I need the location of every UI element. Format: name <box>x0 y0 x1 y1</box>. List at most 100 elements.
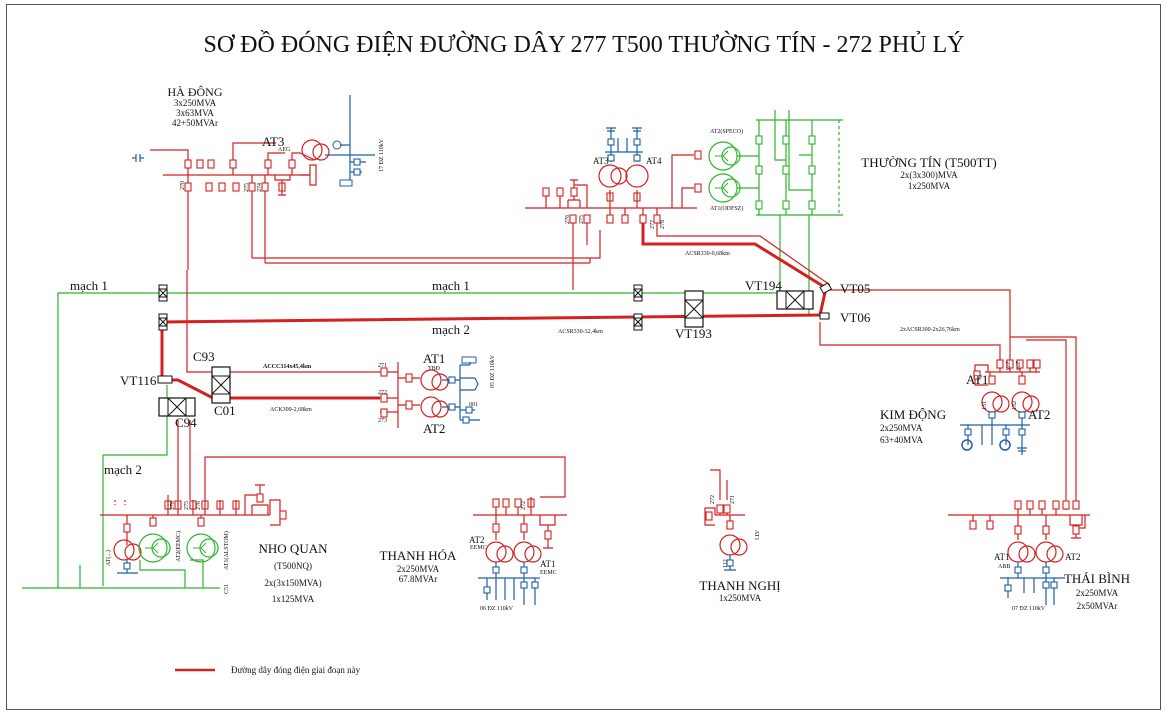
tower-label: C94 <box>175 415 197 430</box>
feeder-label: 05 ĐZ 110kV <box>490 354 496 388</box>
feeder-label: 17 ĐZ 110kV <box>379 138 385 172</box>
transformer-label: AT2 <box>1028 407 1050 422</box>
station-spec: 3x250MVA <box>174 98 217 108</box>
station-thuong-tin: 276 275 277 278 AT3 AT4 AT2(SPECO) AT1(O… <box>525 110 997 315</box>
transformer-label: AT1 <box>540 559 556 569</box>
transformer-label: AT2(EEMC) <box>175 531 182 562</box>
bay-label: 275 <box>184 501 190 510</box>
transformer-label: AT4 <box>646 156 662 166</box>
transformer-label: AT1 <box>423 351 445 366</box>
transmission-lines: mạch 1 mạch 1 mạch 2 ACSR330-0,68km ACSR… <box>57 223 1077 588</box>
station-spec: 3x63MVA <box>176 108 214 118</box>
station-spec: 2x250MVA <box>880 423 923 433</box>
station-spec: 2x50MVAr <box>1077 601 1118 611</box>
tower-label: VT193 <box>675 326 712 341</box>
station-phu-ly: 271 272 273 AT1 AT2 TBĐ 001 05 ĐZ 110kV <box>378 351 496 436</box>
station-spec: 67.8MVAr <box>399 574 438 584</box>
transformer-make: ABB <box>998 564 1010 570</box>
transformer-at2 <box>708 141 741 171</box>
bay-label: 001 <box>469 402 478 408</box>
bay-label: 277 <box>650 220 656 229</box>
station-name: KIM ĐỘNG <box>880 407 946 422</box>
line-spec: ACK300-2,68km <box>270 407 312 413</box>
station-spec: 2x(3x300)MVA <box>900 170 958 180</box>
station-name: NHO QUAN <box>259 541 329 556</box>
line-spec: 2xACSR300-2x26,76km <box>900 327 960 333</box>
bay-label: 112 <box>723 559 729 568</box>
transformer-at2 <box>1035 541 1064 563</box>
transformer-at2 <box>485 541 514 563</box>
bay-label: 131 <box>982 401 988 410</box>
transformer-label: AT1 <box>994 552 1010 562</box>
feeder-label: 06 ĐZ 110kV <box>480 606 514 612</box>
bay-label: 276 <box>196 501 202 510</box>
tower-label: VT06 <box>840 310 871 325</box>
station-spec: 1x250MVA <box>908 181 951 191</box>
line-spec: ACSR330-0,68km <box>685 251 730 257</box>
station-thanh-nghi: 272 271 AT1 112 THANH NGHỊ 1x250MVA <box>699 495 780 603</box>
tower-label: VT194 <box>745 278 782 293</box>
transformer-label: AT1(ALSTOM) <box>223 531 230 570</box>
transformer-label: AT2 <box>423 421 445 436</box>
legend: Đường dây đóng điện giai đoạn này <box>175 665 361 675</box>
line-spec: ACSR330-32,4km <box>558 329 603 335</box>
station-name: HÀ ĐÔNG <box>168 85 223 99</box>
bay-label: 273 <box>378 418 387 424</box>
station-code: (T500NQ) <box>274 561 312 571</box>
transformer-make: AEG <box>278 147 291 153</box>
bay-label: 275 <box>244 183 250 192</box>
station-spec: 2x250MVA <box>1076 588 1119 598</box>
bay-label: 132 <box>1012 401 1018 410</box>
circuit-label: mạch 1 <box>70 278 108 293</box>
station-name: THANH HÓA <box>380 548 458 563</box>
station-name: THƯỜNG TÍN (T500TT) <box>861 155 996 170</box>
bay-label: 271 <box>378 363 387 369</box>
station-ha-dong: HÀ ĐÔNG 3x250MVA 3x63MVA 42+50MVAr 270 2… <box>132 85 601 270</box>
bay-label: 272 <box>521 501 527 510</box>
legend-label: Đường dây đóng điện giai đoạn này <box>231 665 361 675</box>
station-kim-dong: AT1 AT2 273 274 131 132 KIM ĐỘNG 2x250MV… <box>880 355 1050 455</box>
transformer-make: EEMC <box>540 570 557 576</box>
transformer-label: AT2 <box>469 535 485 545</box>
transformer-at1 <box>719 534 748 556</box>
diagram-title: SƠ ĐỒ ĐÓNG ĐIỆN ĐƯỜNG DÂY 277 T500 THƯỜN… <box>204 31 965 58</box>
bay-label: 275 <box>579 215 585 224</box>
station-name: THÁI BÌNH <box>1064 571 1130 586</box>
transformer-label: AT3 <box>262 134 284 149</box>
bay-label: 276 <box>565 215 571 224</box>
station-thanh-hoa: 272 AT2 AT1 EEMC EEMC 06 ĐZ 110kV THANH … <box>380 497 567 612</box>
transformer-at1 <box>186 533 219 563</box>
tower-label: C93 <box>193 349 215 364</box>
circuit-label: mạch 2 <box>104 462 142 477</box>
feeder-label: 07 ĐZ 110kV <box>1012 606 1046 612</box>
bay-label: 272 <box>710 495 716 504</box>
station-name: THANH NGHỊ <box>699 578 780 593</box>
transformer-label: AT1 <box>966 372 988 387</box>
station-spec: 63+40MVA <box>880 435 923 445</box>
bus-label: C51 <box>224 584 230 594</box>
bay-label: 274 <box>1014 361 1020 370</box>
towers: VT05 VT06 VT193 VT194 VT116 C93 C01 C94 <box>120 278 871 430</box>
station-nho-quan: 278 275 276 AT(...) AT2(EEMC) AT1(ALSTOM… <box>22 484 329 604</box>
station-spec: 1x125MVA <box>272 594 315 604</box>
transformer-label: AT1(ODFSZ) <box>710 205 743 212</box>
tower-label: C01 <box>214 403 236 418</box>
station-spec: 2x(3x150MVA) <box>264 578 321 588</box>
energized-line-277 <box>160 223 828 400</box>
transformer-label: AT2(SPECO) <box>710 128 743 135</box>
bay-label: 270 <box>180 181 186 190</box>
diagram-frame <box>6 4 1161 710</box>
transformer-at2 <box>138 533 171 563</box>
circuit-label: mạch 2 <box>432 322 470 337</box>
station-spec: 1x250MVA <box>719 593 762 603</box>
transformer-label: AT2 <box>1065 552 1081 562</box>
transformer-at1 <box>513 541 542 563</box>
station-spec: 2x250MVA <box>397 564 440 574</box>
transformer-make: TBĐ <box>428 366 441 372</box>
bay-label: 274 <box>257 183 263 192</box>
transformer-label: AT3 <box>593 156 609 166</box>
transformer-make: EEMC <box>470 545 487 551</box>
bay-label: 278 <box>170 501 176 510</box>
tower-label: VT05 <box>840 281 870 296</box>
